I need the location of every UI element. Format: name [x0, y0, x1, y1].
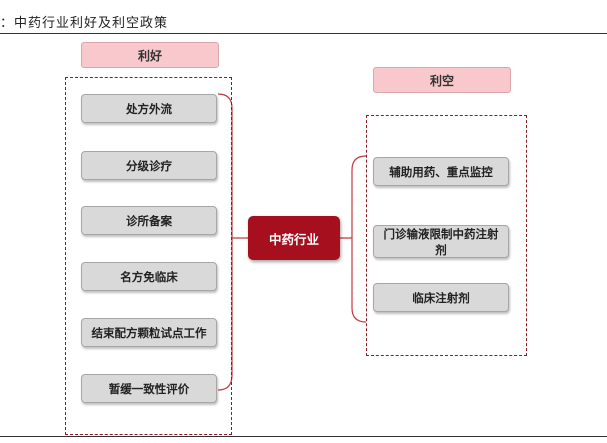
positive-group: [65, 77, 232, 435]
positive-item-6: 暂缓一致性评价: [81, 374, 217, 403]
negative-item-2: 门诊输液限制中药注射剂: [373, 225, 509, 258]
page-title: ：中药行业利好及利空政策: [0, 16, 169, 31]
top-divider: [0, 33, 607, 34]
negative-item-3: 临床注射剂: [373, 283, 509, 312]
negative-item-1: 辅助用药、重点监控: [373, 157, 509, 186]
positive-item-2: 分级诊疗: [81, 151, 217, 180]
negative-group: [366, 115, 527, 356]
positive-item-3: 诊所备案: [81, 206, 217, 235]
positive-item-4: 名方免临床: [81, 262, 217, 291]
right-connector: [340, 155, 367, 323]
positive-header: 利好: [81, 42, 219, 68]
center-node: 中药行业: [248, 216, 340, 260]
left-connector: [217, 93, 248, 391]
positive-item-1: 处方外流: [81, 94, 217, 123]
negative-header: 利空: [373, 67, 511, 93]
positive-item-5: 结束配方颗粒试点工作: [81, 318, 217, 347]
bottom-divider: [0, 436, 607, 437]
